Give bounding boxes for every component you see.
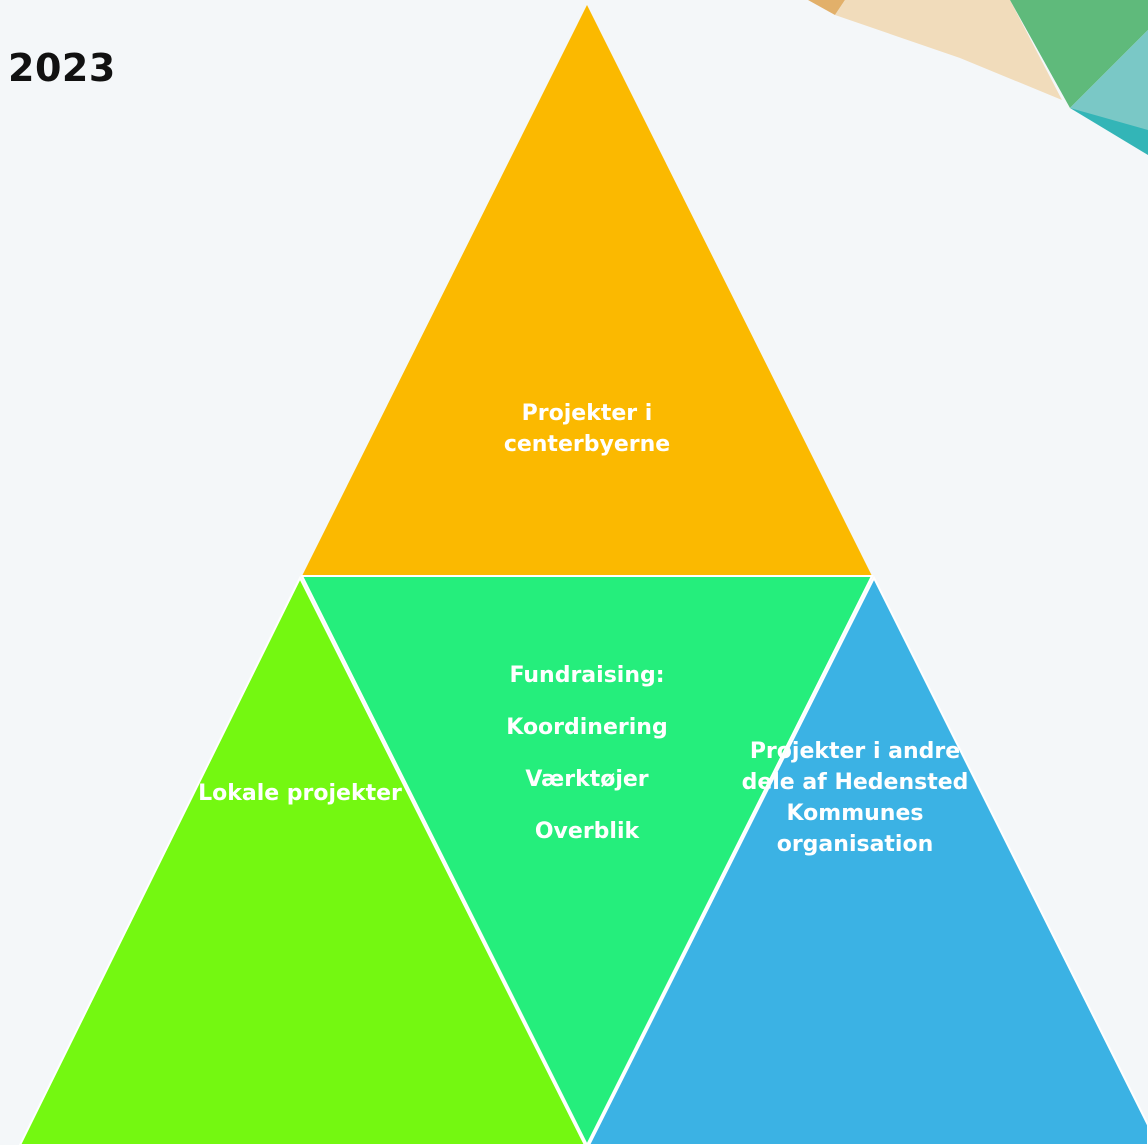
fundraising-line: Værktøjer [525, 767, 649, 792]
label-centerbyerne: Projekter i centerbyerne [503, 401, 671, 457]
year-title: 2023 [8, 46, 116, 90]
triangle-center [300, 575, 874, 1145]
fundraising-line: Koordinering [506, 715, 668, 740]
andre-dele-line: Projekter i andre [749, 739, 961, 764]
corner-decoration [808, 0, 1148, 155]
triangle-top [302, 5, 872, 576]
andre-dele-line: dele af Hedensted [741, 770, 969, 795]
triangle-right [587, 575, 1148, 1145]
fundraising-line: Overblik [534, 819, 640, 844]
deco-teal-light [1070, 30, 1148, 150]
deco-teal [1070, 108, 1148, 155]
label-andre-dele: Projekter i andre dele af Hedensted Komm… [720, 736, 990, 860]
andre-dele-line: organisation [776, 832, 934, 857]
label-fundraising: Fundraising: Koordinering Værktøjer Over… [460, 650, 714, 858]
label-lokale-projekter: Lokale projekter [198, 781, 402, 806]
andre-dele-line: Kommunes [786, 801, 924, 826]
deco-cream [835, 0, 1062, 100]
triangle-left [18, 575, 587, 1145]
deco-green [1010, 0, 1148, 108]
deco-orange [808, 0, 845, 15]
fundraising-line: Fundraising: [509, 663, 665, 688]
